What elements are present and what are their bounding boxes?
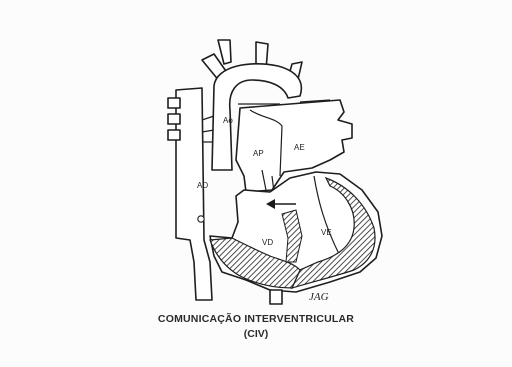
caption-title: COMUNICAÇÃO INTERVENTRICULAR xyxy=(0,313,512,325)
label-ve: VE xyxy=(321,228,332,237)
label-ad: AD xyxy=(197,181,208,190)
label-ap: AP xyxy=(253,149,264,158)
ventricles-shape xyxy=(198,172,382,304)
vena-cava-shape xyxy=(168,88,214,300)
label-vd: VD xyxy=(262,238,273,247)
caption-abbreviation: (CIV) xyxy=(0,328,512,340)
signature: JAG xyxy=(309,291,329,303)
label-ao: Ao xyxy=(223,116,233,125)
label-ae: AE xyxy=(294,143,305,152)
